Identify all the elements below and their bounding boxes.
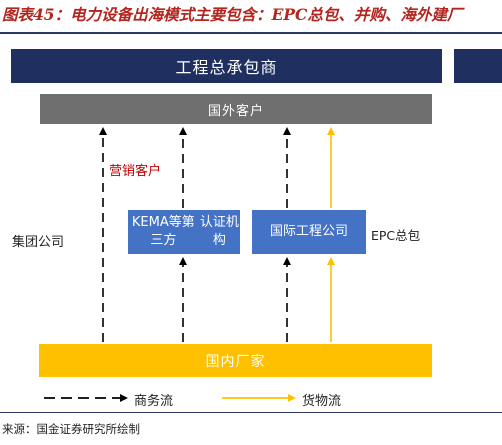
node-domestic-manufacturer: 国内厂家 [39,344,432,377]
node-intl-engineering: 国际工程公司 [252,210,366,254]
label-marketing-customer: 营销客户 [109,164,162,179]
legend-business-label: 商务流 [134,394,174,409]
label-epc: EPC总包 [371,228,421,243]
node-kema-line1: KEMA等第三方 [131,215,195,248]
node-kema-line2: 认证机构 [199,215,239,248]
title-divider [0,32,502,34]
figure-title: 图表45：电力设备出海模式主要包含：EPC总包、并购、海外建厂 [2,5,463,24]
header-epc-contractor: 工程总承包商 [11,49,442,83]
bottom-divider [0,412,502,413]
header-next-panel [454,49,502,83]
node-kema-certification: KEMA等第三方 认证机构 [128,210,240,254]
label-group-company: 集团公司 [12,235,65,250]
node-overseas-customer: 国外客户 [40,94,432,124]
source-note: 来源：国金证券研究所绘制 [2,422,140,436]
legend-goods-label: 货物流 [302,394,342,409]
